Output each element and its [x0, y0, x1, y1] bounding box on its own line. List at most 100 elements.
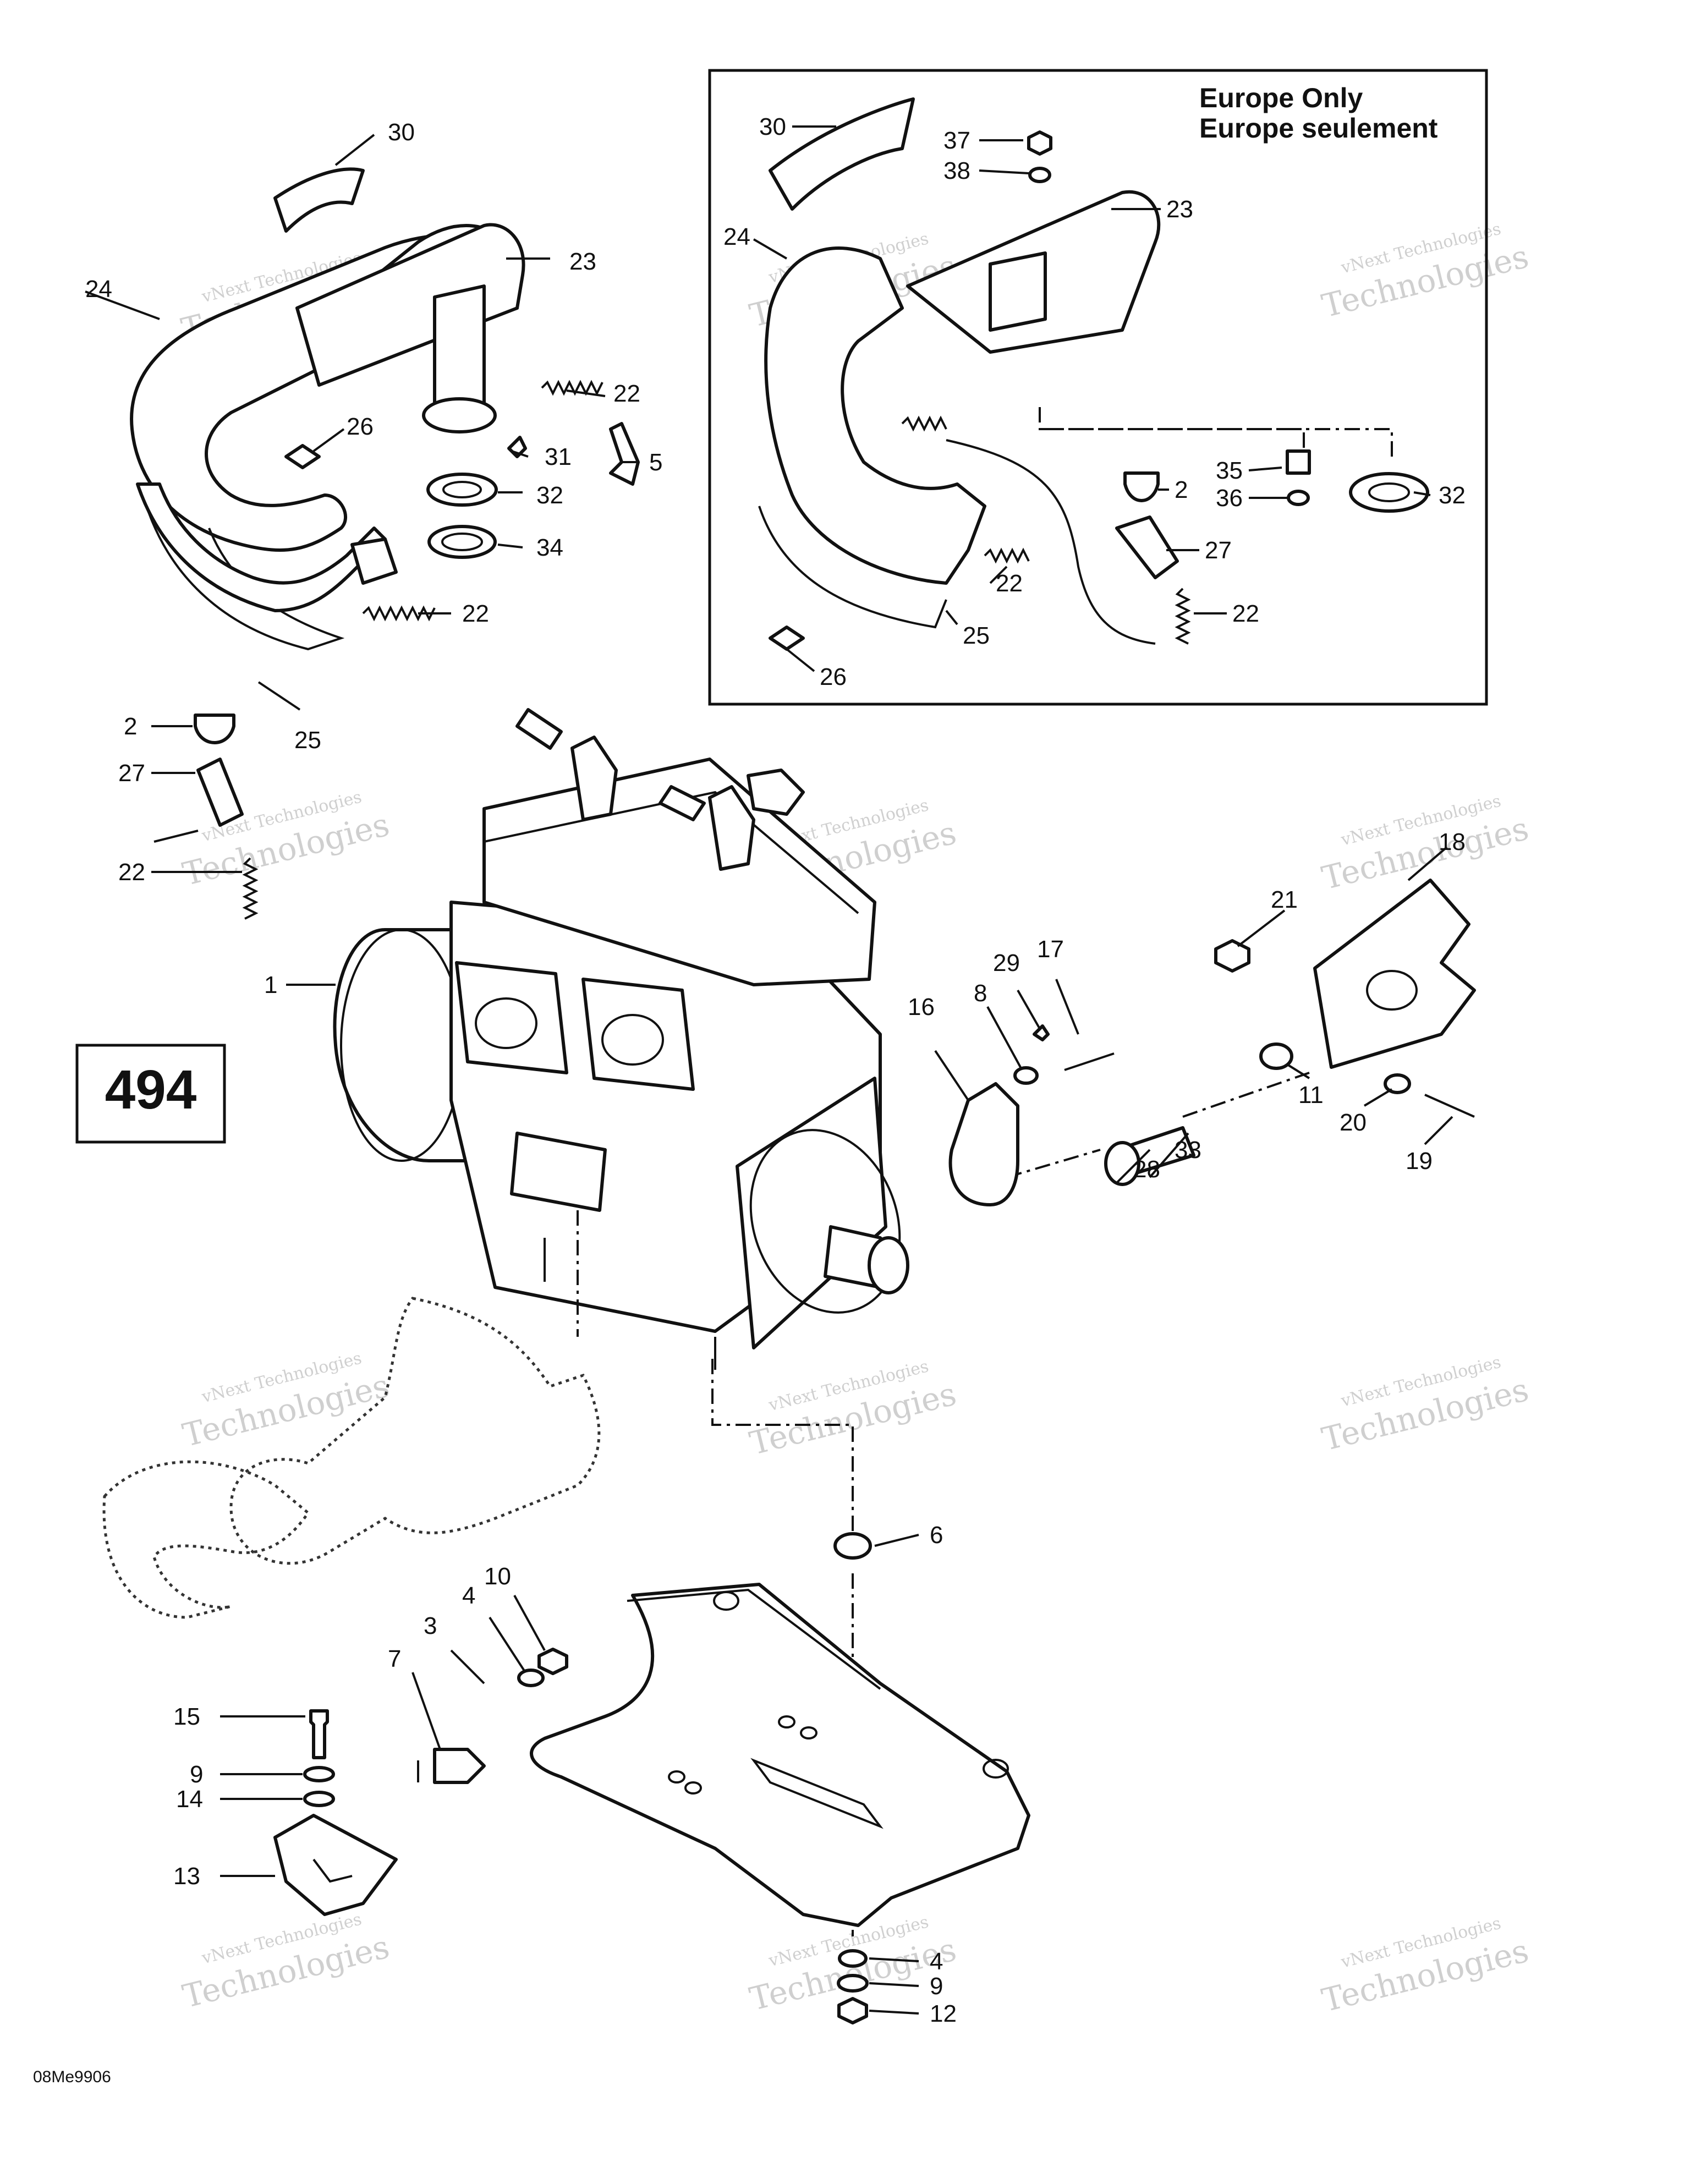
watermark-7: vNext Technologies Technologies [179, 1348, 393, 1454]
plug-lead-2 [659, 785, 706, 821]
callout-23-inset: 23 [1166, 196, 1193, 223]
ghost-pipe-connector [102, 1460, 310, 1619]
callout-26-inset: 26 [820, 663, 847, 690]
page-number-box: 494 [75, 1044, 226, 1144]
heat-shield [273, 167, 365, 233]
callout-21: 21 [1271, 886, 1298, 913]
callout-12: 12 [930, 2000, 957, 2027]
callout-22-inset-b: 22 [996, 570, 1023, 597]
support-plate-18 [1313, 879, 1476, 1069]
callout-29: 29 [993, 950, 1020, 976]
watermark-12: vNext Technologies Technologies [1318, 1914, 1532, 2020]
support-16 [948, 1082, 1019, 1206]
callout-24: 24 [85, 276, 112, 303]
inset-parts [758, 97, 1429, 651]
callout-2-inset: 2 [1175, 476, 1188, 503]
nut-10 [537, 1648, 568, 1675]
europe-inset: Europe Only Europe seulement [708, 69, 1488, 706]
spacer-6 [833, 1532, 872, 1560]
watermark-8: vNext Technologies Technologies [746, 1357, 960, 1462]
washer-14 [303, 1791, 335, 1807]
bolt-17 [1064, 1052, 1115, 1071]
spark-plug-cap-2 [708, 785, 755, 871]
callout-27: 27 [118, 760, 145, 787]
callout-30: 30 [388, 119, 415, 146]
callout-25: 25 [294, 727, 321, 754]
washer-9-bottom [837, 1974, 869, 1993]
washer-4 [517, 1669, 545, 1687]
clamp-26 [284, 444, 321, 469]
exhaust-port-2 [581, 978, 695, 1091]
engine-mount-plate [530, 1583, 1030, 1927]
rubber-mount-2 [194, 714, 235, 744]
callout-22-c: 22 [118, 859, 145, 886]
inset-title-fr: Europe seulement [1199, 113, 1438, 144]
callout-24-inset: 24 [723, 223, 750, 250]
inset-spring-a [901, 415, 947, 432]
bracket-5 [609, 422, 640, 486]
callout-22-inset-a: 22 [1232, 600, 1259, 627]
fitting [747, 769, 805, 816]
watermark-10: vNext Technologies Technologies [179, 1909, 393, 2015]
mount-bracket-13 [273, 1814, 398, 1916]
callout-36: 36 [1216, 485, 1243, 512]
washer-8 [1013, 1066, 1039, 1085]
callout-22: 22 [613, 380, 640, 407]
inset-title-en: Europe Only [1199, 83, 1363, 113]
callout-8: 8 [974, 980, 987, 1007]
callout-labels: 30 24 23 22 26 31 5 32 34 22 25 2 27 22 … [85, 113, 1466, 2027]
washer-4-bottom [838, 1949, 868, 1968]
intake-flange [510, 1132, 607, 1212]
callout-22-b: 22 [462, 600, 489, 627]
grommet-32 [426, 473, 498, 507]
leader-lines [85, 125, 1453, 2015]
callout-34: 34 [536, 534, 563, 561]
callout-20: 20 [1340, 1109, 1367, 1136]
callout-30-inset: 30 [759, 113, 786, 140]
inset-washer-38 [1028, 167, 1051, 183]
callout-26: 26 [347, 413, 374, 440]
nut-11 [1259, 1042, 1293, 1070]
nut-12 [837, 1997, 868, 2024]
inset-spring-b [984, 547, 1030, 564]
sleeve-28 [1104, 1141, 1140, 1186]
bolt-left [153, 830, 199, 843]
pipe-outlet-nozzle [350, 537, 398, 585]
spark-plug-cap-1 [570, 736, 618, 821]
muffler-body-barrel [295, 223, 525, 387]
tuned-pipe-assembly [130, 167, 525, 651]
inset-tuned-pipe [764, 246, 986, 585]
callout-31: 31 [545, 443, 572, 470]
inset-stud-35 [1286, 449, 1311, 475]
spring-top-1 [541, 380, 603, 396]
inset-bracket-27 [1115, 515, 1179, 579]
callout-28: 28 [1133, 1156, 1160, 1183]
callout-9: 9 [190, 1761, 203, 1788]
mount-plate [530, 1583, 1030, 1927]
tuned-pipe [130, 233, 508, 552]
watermark-4: vNext Technologies Technologies [179, 787, 393, 893]
callout-13: 13 [173, 1863, 200, 1890]
figure-code: 08Me9906 [33, 2068, 111, 2086]
magneto-housing [333, 928, 475, 1162]
inset-muffler-outlet [989, 251, 1047, 332]
watermark-9: vNext Technologies Technologies [1318, 1353, 1532, 1458]
spring-top-2 [362, 605, 436, 622]
inset-mount-2 [1123, 471, 1160, 502]
callout-9-b: 9 [930, 1973, 943, 2000]
callout-33: 33 [1175, 1137, 1201, 1164]
callout-27-inset: 27 [1205, 537, 1232, 564]
clip-29 [1033, 1024, 1050, 1041]
callout-18: 18 [1439, 828, 1466, 855]
washer-20 [1384, 1073, 1411, 1094]
ghost-exhaust-manifold [229, 1297, 601, 1565]
callout-10: 10 [484, 1563, 511, 1590]
spring-left [242, 857, 259, 920]
callout-32: 32 [536, 482, 563, 509]
washer-34 [427, 525, 497, 559]
inset-spring-c [1175, 588, 1191, 645]
exhaust-port-1 [455, 961, 568, 1074]
inset-clamp-26 [769, 625, 805, 651]
